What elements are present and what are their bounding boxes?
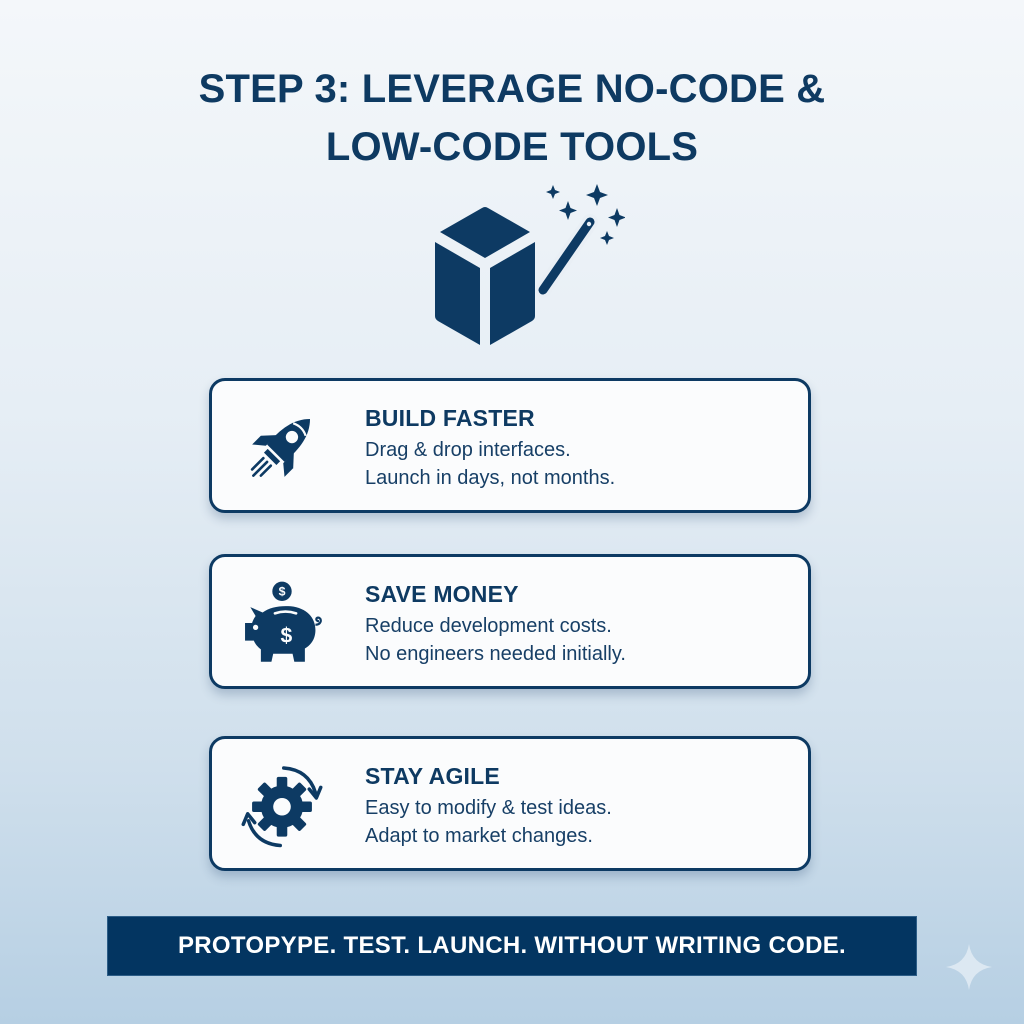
rocket-icon bbox=[250, 418, 311, 477]
feature-card-stay-agile: STAY AGILE Easy to modify & test ideas. … bbox=[209, 736, 811, 871]
card-description-line-1: Reduce development costs. bbox=[365, 615, 612, 637]
sparkle-icon bbox=[946, 944, 992, 990]
cube-with-magic-wand-icon bbox=[435, 184, 625, 345]
gear-cycle-icon bbox=[241, 766, 323, 848]
card-description-line-2: Launch in days, not months. bbox=[365, 467, 616, 489]
card-description-line-2: Adapt to market changes. bbox=[365, 825, 593, 847]
title-line-1: STEP 3: LEVERAGE NO-CODE & bbox=[198, 67, 826, 111]
feature-card-save-money: $ $ SAVE MONEY Reduce development costs.… bbox=[209, 554, 811, 689]
card-description-line-1: Drag & drop interfaces. bbox=[365, 439, 571, 461]
card-heading: SAVE MONEY bbox=[365, 581, 519, 607]
svg-text:$: $ bbox=[281, 624, 293, 647]
tagline-banner: PROTOPYPE. TEST. LAUNCH. WITHOUT WRITING… bbox=[107, 916, 917, 976]
piggy-bank-icon: $ $ bbox=[245, 581, 322, 662]
feature-card-build-faster: BUILD FASTER Drag & drop interfaces. Lau… bbox=[209, 378, 811, 513]
title-line-2: LOW-CODE TOOLS bbox=[325, 125, 699, 169]
card-description-line-1: Easy to modify & test ideas. bbox=[365, 797, 612, 819]
svg-text:$: $ bbox=[279, 585, 286, 599]
card-heading: STAY AGILE bbox=[365, 763, 500, 789]
page-title: STEP 3: LEVERAGE NO-CODE & LOW-CODE TOOL… bbox=[0, 60, 1024, 176]
card-description-line-2: No engineers needed initially. bbox=[365, 643, 626, 665]
card-heading: BUILD FASTER bbox=[365, 405, 535, 431]
